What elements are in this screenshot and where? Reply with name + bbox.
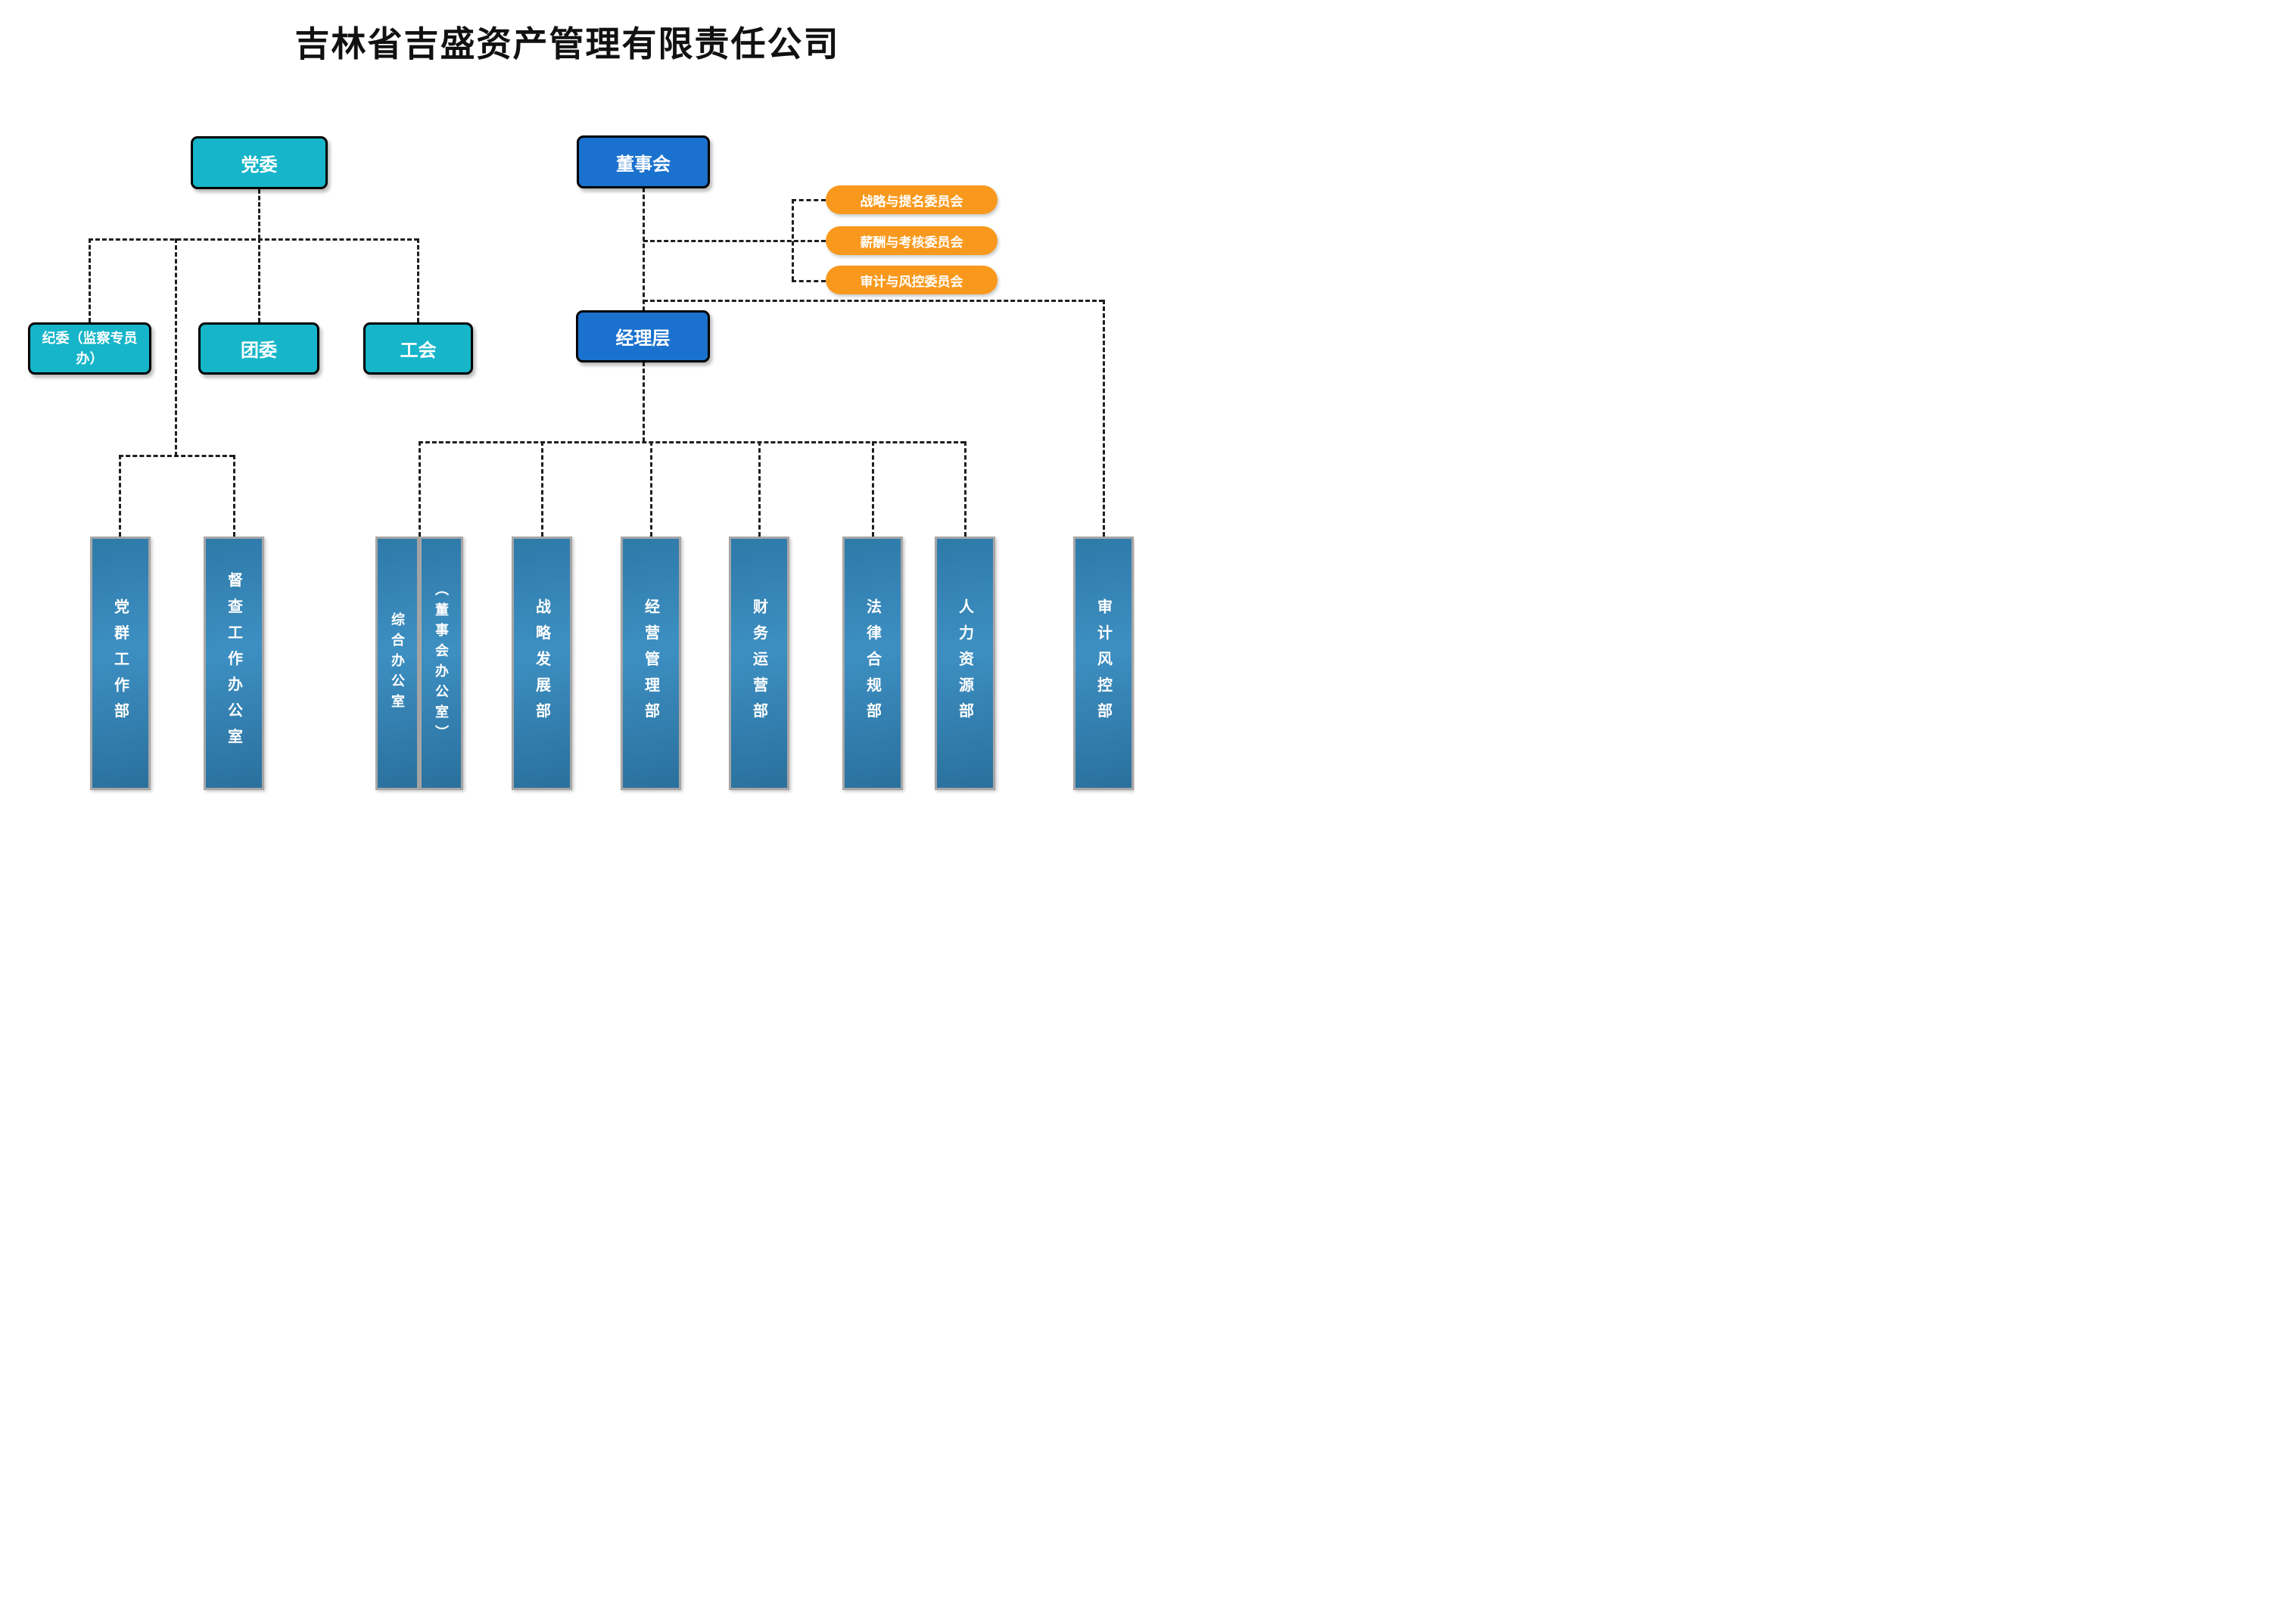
dept-party-mass-work: 党群工作部 bbox=[90, 537, 151, 790]
connector-to-labor-union bbox=[417, 238, 419, 322]
dept-general-office: 综合办公室 bbox=[375, 537, 419, 790]
connector-to-party-affairs-dept bbox=[119, 455, 121, 537]
connector-to-strategy-committee bbox=[792, 199, 826, 201]
committee-label: 审计与风控委员会 bbox=[860, 274, 963, 289]
dept-label: 法律合规部 bbox=[864, 598, 881, 729]
connector-to-finance-dept bbox=[758, 441, 761, 537]
dept-legal-compliance: 法律合规部 bbox=[842, 537, 903, 790]
connector-board-drop bbox=[643, 188, 645, 311]
committee-audit-risk: 审计与风控委员会 bbox=[826, 266, 998, 294]
node-label: 经理层 bbox=[615, 328, 671, 349]
connector-to-discipline bbox=[89, 238, 91, 322]
page-title: 吉林省吉盛资产管理有限责任公司 bbox=[294, 24, 840, 64]
dept-label: 审计风控部 bbox=[1094, 598, 1112, 729]
connector-party-dept-drop bbox=[175, 238, 177, 456]
dept-strategy-development: 战略发展部 bbox=[512, 537, 572, 790]
dept-label: 综合办公室 bbox=[390, 612, 405, 714]
committee-label: 战略与提名委员会 bbox=[860, 194, 963, 209]
node-youth-league: 团委 bbox=[198, 322, 319, 375]
dept-operations-management: 经营管理部 bbox=[621, 537, 681, 790]
connector-to-operations-dept bbox=[650, 441, 652, 537]
connector-to-strategy-dept bbox=[541, 441, 543, 537]
connector-to-youth-league bbox=[258, 238, 260, 322]
node-discipline-committee: 纪委（监察专员办） bbox=[28, 322, 151, 375]
committee-label: 薪酬与考核委员会 bbox=[860, 235, 963, 250]
node-board-of-directors: 董事会 bbox=[577, 135, 710, 188]
node-management-team: 经理层 bbox=[576, 310, 710, 362]
connector-management-drop bbox=[643, 362, 645, 442]
connector-audit-dept-hbar bbox=[643, 300, 1103, 302]
connector-to-audit-committee bbox=[792, 280, 826, 282]
node-label: 工会 bbox=[400, 341, 437, 361]
committee-strategy-nomination: 战略与提名委员会 bbox=[826, 185, 998, 214]
connector-management-hbar bbox=[419, 441, 965, 443]
dept-label: 财务运营部 bbox=[750, 598, 767, 729]
dept-human-resources: 人力资源部 bbox=[935, 537, 995, 790]
connector-party-dept-hbar bbox=[119, 455, 234, 457]
dept-label: 党群工作部 bbox=[111, 598, 129, 729]
dept-label: 经营管理部 bbox=[642, 598, 659, 729]
connector-to-general-office bbox=[419, 441, 421, 537]
dept-finance-operations: 财务运营部 bbox=[729, 537, 789, 790]
dept-board-office: （董事会办公室） bbox=[419, 537, 463, 790]
node-label: 董事会 bbox=[616, 154, 671, 175]
dept-label: 督查工作办公室 bbox=[225, 572, 242, 754]
dept-label: 战略发展部 bbox=[533, 598, 550, 729]
node-label: 党委 bbox=[241, 154, 278, 176]
connector-to-supervision-office bbox=[233, 455, 235, 537]
dept-supervision-office: 督查工作办公室 bbox=[204, 537, 264, 790]
org-chart: 吉林省吉盛资产管理有限责任公司 党委 董事会 战略与提名委员会 薪酬与考核委员会… bbox=[0, 0, 1134, 812]
node-party-committee: 党委 bbox=[191, 136, 328, 189]
connector-committee-vbar bbox=[792, 199, 794, 281]
connector-party-drop bbox=[258, 189, 260, 239]
node-label: 纪委（监察专员办） bbox=[42, 331, 138, 366]
node-labor-union: 工会 bbox=[363, 322, 473, 375]
dept-audit-risk-control: 审计风控部 bbox=[1073, 537, 1134, 790]
connector-to-hr-dept bbox=[964, 441, 966, 537]
connector-to-audit-risk-dept bbox=[1103, 300, 1105, 537]
dept-label: （董事会办公室） bbox=[434, 581, 449, 745]
connector-committee-main bbox=[643, 240, 826, 242]
node-label: 团委 bbox=[241, 341, 277, 361]
dept-label: 人力资源部 bbox=[956, 598, 973, 729]
committee-compensation-appraisal: 薪酬与考核委员会 bbox=[826, 226, 998, 255]
connector-party-hbar bbox=[89, 238, 419, 241]
connector-to-legal-dept bbox=[872, 441, 874, 537]
